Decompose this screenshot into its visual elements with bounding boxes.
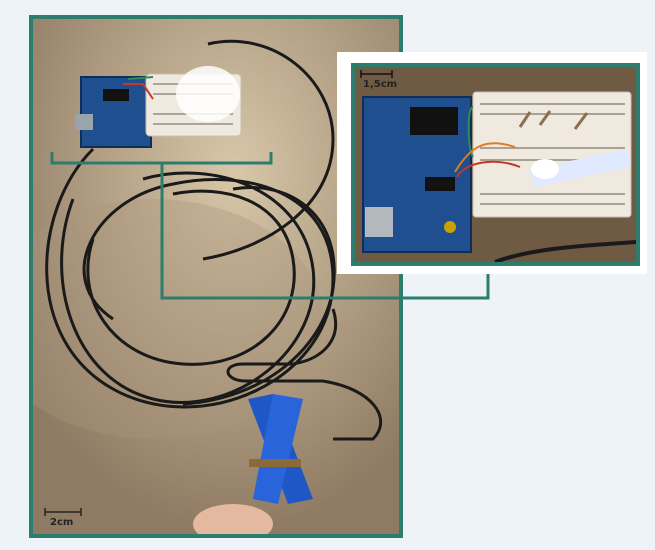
inset-led bbox=[529, 148, 631, 188]
main-scale-bar bbox=[44, 508, 82, 516]
led-glow bbox=[176, 66, 240, 122]
hand bbox=[193, 504, 273, 534]
clothespin bbox=[248, 394, 313, 504]
inset-arduino-board bbox=[362, 96, 472, 253]
inset-photo-scene bbox=[355, 67, 636, 262]
inset-scale-bar bbox=[360, 70, 393, 78]
inset-photo: 1,5cm bbox=[351, 63, 640, 266]
main-scale-label: 2cm bbox=[50, 517, 74, 528]
inset-scale-label: 1,5cm bbox=[363, 79, 398, 90]
inset-resistors bbox=[518, 110, 589, 130]
cable bbox=[45, 39, 383, 441]
inset-breadboard bbox=[472, 91, 632, 218]
